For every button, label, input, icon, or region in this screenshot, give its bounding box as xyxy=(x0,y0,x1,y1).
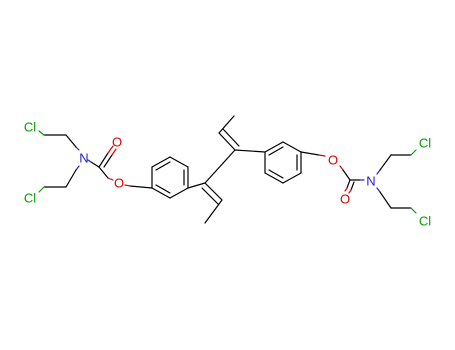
atom-nitrogen-left: N xyxy=(79,151,88,166)
atom-oxygen-ether-right: O xyxy=(328,153,338,168)
carbamate-right xyxy=(300,149,417,214)
phenyl-ring-right xyxy=(264,141,302,184)
atom-chlorine-left-top: Cl xyxy=(24,120,36,135)
phenyl-ring-left xyxy=(151,156,189,199)
atom-chlorine-right-bottom: Cl xyxy=(419,214,431,229)
atom-oxygen-ether-left: O xyxy=(114,176,124,191)
atom-chlorine-left-bottom: Cl xyxy=(24,191,36,206)
atom-oxygen-carbonyl-left: O xyxy=(112,135,122,150)
atom-chlorine-right-top: Cl xyxy=(419,136,431,151)
carbamate-left xyxy=(38,130,153,193)
atom-oxygen-carbonyl-right: O xyxy=(340,192,350,207)
atom-nitrogen-right: N xyxy=(366,174,375,189)
diene-linker xyxy=(187,115,266,224)
